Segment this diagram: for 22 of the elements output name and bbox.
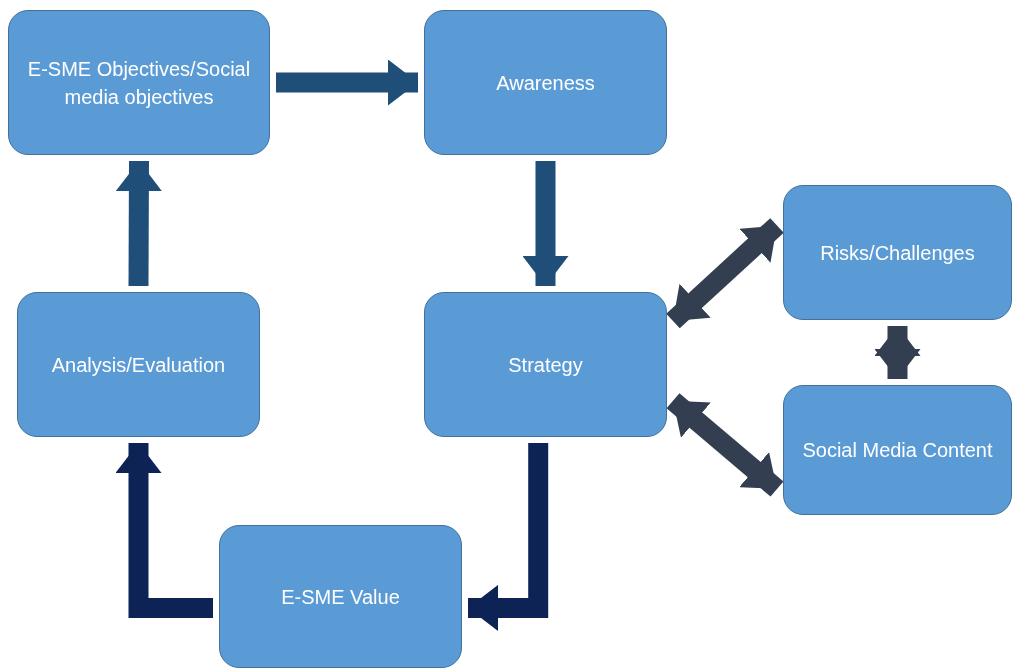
block-arrow	[115, 443, 213, 618]
block-arrow	[115, 160, 162, 287]
process-box	[424, 292, 667, 437]
block-arrow	[666, 218, 784, 329]
process-box	[783, 185, 1012, 320]
block-arrow	[276, 59, 418, 106]
block-arrow	[468, 443, 549, 631]
process-box	[783, 385, 1012, 515]
box-label: E-SME Objectives/Social media objectives	[26, 56, 252, 110]
block-arrow	[522, 161, 569, 286]
process-box	[17, 292, 260, 437]
box-label: E-SME Value	[281, 584, 400, 610]
box-label: Strategy	[508, 352, 583, 378]
process-box	[8, 10, 270, 155]
process-box	[219, 525, 462, 668]
process-box	[424, 10, 667, 155]
box-label: Awareness	[496, 70, 595, 96]
box-label: Analysis/Evaluation	[51, 352, 226, 378]
box-label: Risks/Challenges	[820, 240, 975, 266]
block-arrow	[874, 326, 921, 379]
box-label: Social Media Content	[802, 438, 993, 463]
block-arrow	[666, 393, 784, 497]
